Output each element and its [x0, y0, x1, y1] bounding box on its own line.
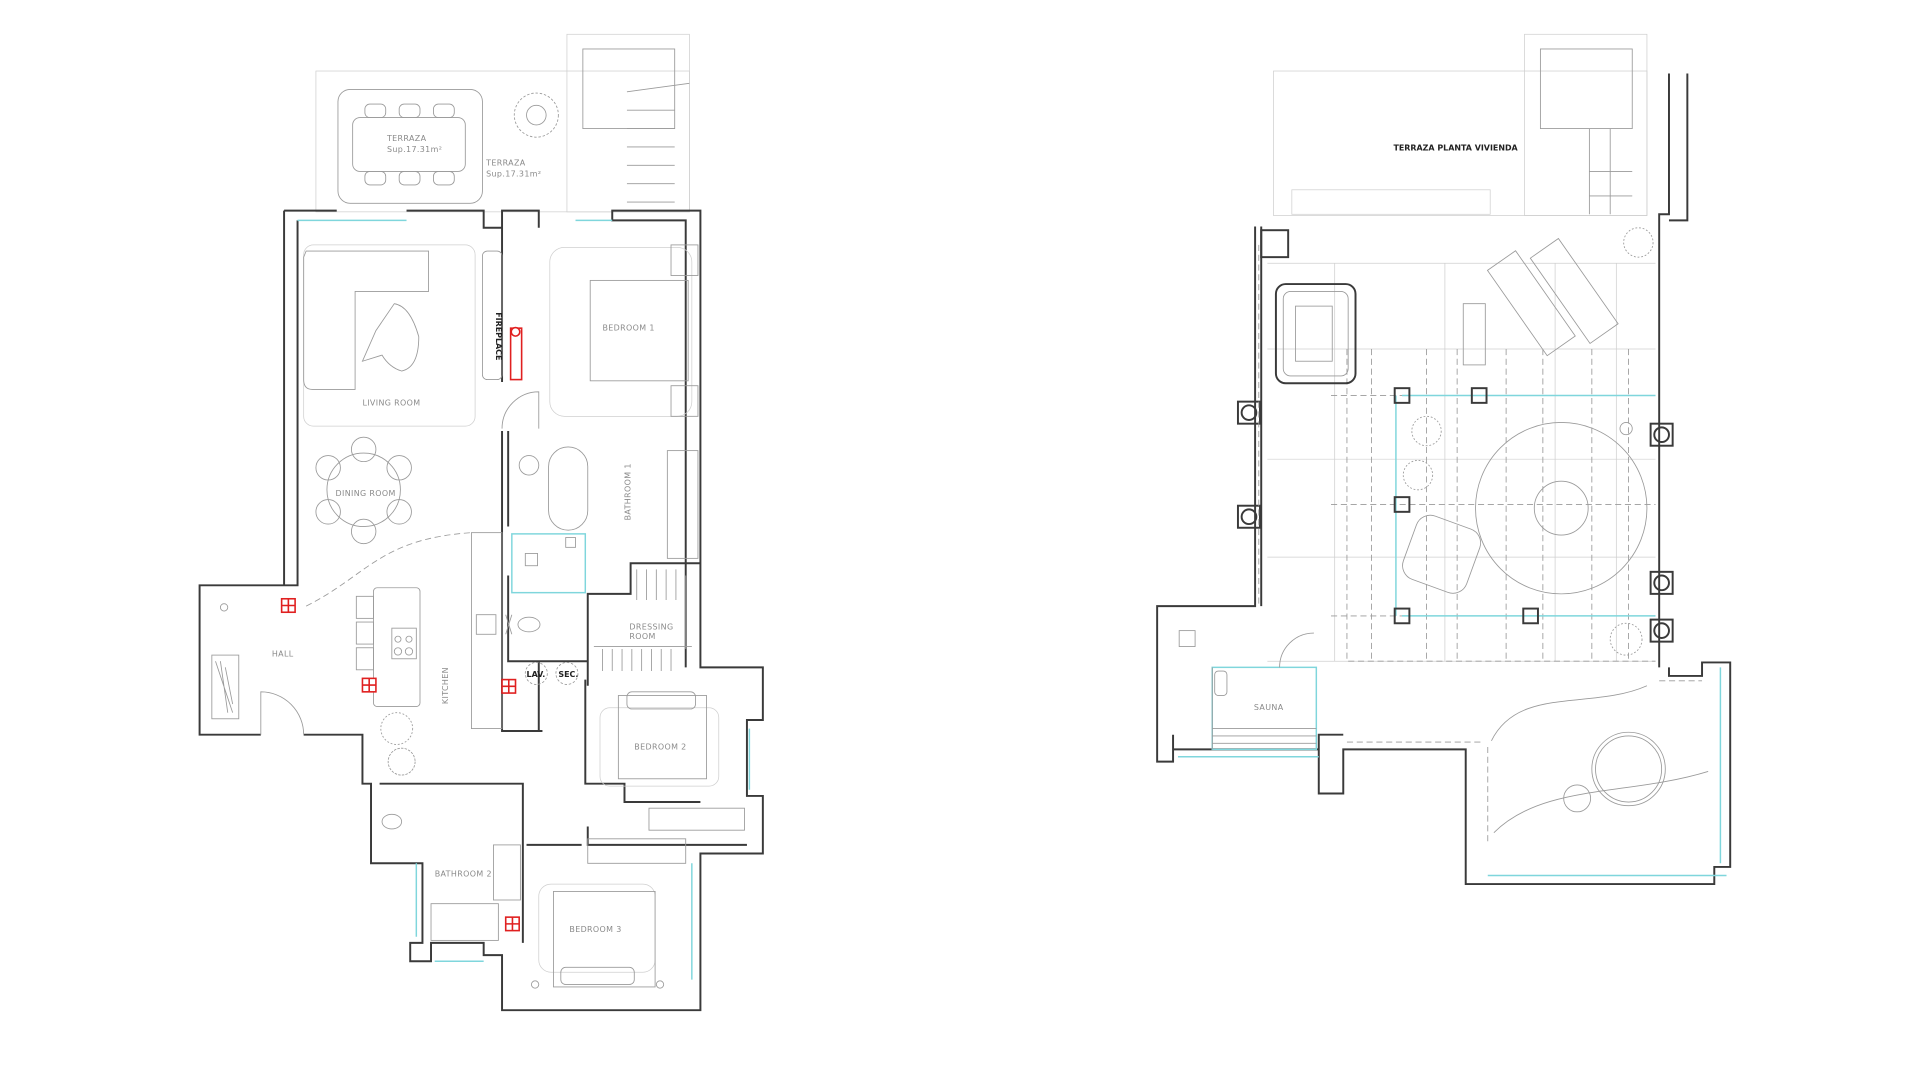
label-dining-room: DINING ROOM [336, 489, 396, 498]
hall-wardrobe [211, 654, 240, 720]
plant-icon [1402, 227, 1654, 656]
right-floor-plan: TERRAZA PLANTA VIVIENDA [1156, 33, 1732, 886]
floor-tiles [1267, 262, 1656, 662]
door-swing [260, 691, 305, 735]
shower [511, 533, 587, 594]
label-bedroom-2: BEDROOM 2 [634, 742, 686, 751]
label-bedroom-1: BEDROOM 1 [602, 324, 654, 333]
bathtub [548, 446, 589, 531]
bed-1 [589, 279, 689, 382]
label-terraza-area: Sup.17.31m² [486, 169, 541, 178]
planter [1258, 244, 1703, 845]
bedroom-1-rug [549, 246, 693, 417]
sun-lounger [1486, 237, 1619, 357]
left-floor-plan: TERRAZA Sup.17.31m² TERRAZA Sup.17.31m² … [198, 33, 764, 1012]
fireplace [482, 250, 503, 381]
label-bathroom-1: BATHROOM 1 [624, 463, 633, 520]
label-lav: LAV. [527, 670, 546, 679]
wardrobe [587, 807, 745, 864]
label-terraza: TERRAZA [485, 158, 526, 167]
column-icon [1236, 400, 1674, 643]
tree-icon [513, 92, 559, 138]
kitchen-counter [471, 532, 503, 729]
label-kitchen: KITCHEN [441, 667, 450, 704]
upper-terrace: TERRAZA Sup.17.31m² TERRAZA Sup.17.31m² [315, 33, 690, 213]
label-terraza-table-area: Sup.17.31m² [387, 145, 442, 154]
wardrobe [593, 569, 692, 672]
kitchen-island [373, 587, 421, 707]
floor-transition [305, 532, 472, 607]
washer [524, 662, 548, 685]
lounge-circle [1475, 422, 1648, 595]
label-bedroom-3: BEDROOM 3 [569, 925, 621, 934]
terrace-table-area [337, 88, 483, 204]
label-sec: SEC. [558, 670, 578, 679]
toilet [381, 813, 403, 830]
door-swing [501, 391, 540, 429]
label-bathroom-2: BATHROOM 2 [435, 870, 492, 879]
plant-icon [380, 712, 416, 776]
label-terraza-table: TERRAZA [386, 134, 427, 143]
sofa [303, 250, 430, 390]
coffee-table [361, 303, 420, 372]
label-sauna: SAUNA [1254, 703, 1284, 712]
round-sofa [1591, 731, 1666, 807]
label-fireplace: FIREPLACE [494, 312, 503, 360]
jacuzzi [1274, 283, 1357, 385]
label-terraza-planta-vivienda: TERRAZA PLANTA VIVIENDA [1393, 144, 1518, 153]
pergola [1331, 348, 1656, 662]
window [297, 219, 751, 980]
toilet [517, 616, 541, 633]
dryer [555, 662, 579, 685]
bed-3 [553, 891, 656, 988]
dining-table-round [326, 452, 401, 527]
side-table [1462, 303, 1486, 366]
label-dressing-room-2: ROOM [629, 632, 655, 641]
exterior-walls [1156, 226, 1732, 886]
chairs [364, 103, 455, 186]
label-dressing-room-1: DRESSING [629, 622, 673, 631]
vanity [666, 450, 699, 559]
cooktop [391, 627, 417, 660]
exterior-walls [198, 209, 764, 1012]
garden-path [1491, 685, 1709, 833]
bed-2 [617, 695, 707, 780]
label-hall: HALL [272, 649, 294, 658]
electrical-panel-icon [280, 597, 520, 932]
label-living-room: LIVING ROOM [362, 398, 420, 407]
